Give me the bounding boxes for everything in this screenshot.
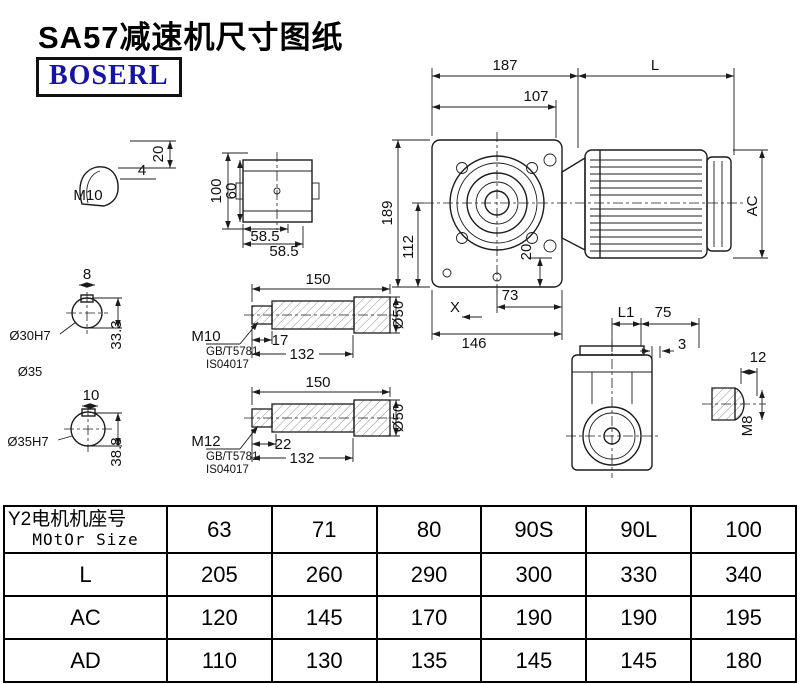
main-front-view xyxy=(424,132,745,296)
dim-8-label: 8 xyxy=(83,266,91,283)
table-cell: 130 xyxy=(270,638,378,683)
dim-L-label: L xyxy=(651,57,659,74)
std-iso4017-a-label: IS04017 xyxy=(206,359,249,371)
motor-size-header: Y2电机机座号 MOtOr Size xyxy=(3,505,168,554)
table-header-row: Y2电机机座号 MOtOr Size 63 71 80 90S 90L 100 xyxy=(3,505,797,554)
main-dimensions: 187 L 107 189 112 20 AC 73 X 146 xyxy=(379,57,768,352)
dim-AC-label: AC xyxy=(744,195,761,216)
bore-35-label: Ø35H7 xyxy=(7,434,48,449)
table-cell: 290 xyxy=(375,552,483,597)
table-cell: 300 xyxy=(480,552,588,597)
table-cell: 330 xyxy=(585,552,693,597)
dim-38-8-label: 38.8 xyxy=(108,437,125,466)
table-cell: 195 xyxy=(690,595,797,640)
dim-150-b-label: 150 xyxy=(305,374,330,391)
table-cell: 190 xyxy=(480,595,588,640)
table-cell: 260 xyxy=(270,552,378,597)
dimension-drawing: 187 L 107 189 112 20 AC 73 X 146 xyxy=(7,57,768,478)
table-cell: 180 xyxy=(690,638,797,683)
dim-20-hub-label: 20 xyxy=(518,244,535,261)
shaft-view-1: 150 Ø50 M10 GB/T5781 IS04017 17 132 xyxy=(191,271,407,371)
table-cell: 120 xyxy=(166,595,273,640)
motor-size-header-cn: Y2电机机座号 xyxy=(8,509,127,531)
table-cell: 135 xyxy=(375,638,483,683)
table-cell: 145 xyxy=(270,595,378,640)
dim-20-tip-label: 20 xyxy=(150,146,167,163)
dim-4-label: 4 xyxy=(138,162,146,179)
shaft-view-2: 150 Ø50 M12 GB/T5781 IS04017 22 132 xyxy=(191,374,407,476)
dim-10-label: 10 xyxy=(83,387,100,404)
motor-body xyxy=(584,149,708,259)
dia-35-label: Ø35 xyxy=(18,364,43,379)
table-row-AD: AD 110 130 135 145 145 180 xyxy=(3,638,797,683)
dim-22-label: 22 xyxy=(275,436,292,453)
dim-146-label: 146 xyxy=(461,335,486,352)
page-title: SA57减速机尺寸图纸 xyxy=(38,20,344,55)
table-cell: 340 xyxy=(690,552,797,597)
dim-107-label: 107 xyxy=(523,88,548,105)
side-view: L1 75 3 xyxy=(566,304,700,478)
dim-75-label: 75 xyxy=(655,304,672,321)
motor-size-90S: 90S xyxy=(480,505,588,554)
x-position-label: X xyxy=(450,299,460,316)
dim-12-label: 12 xyxy=(750,349,767,366)
motor-size-header-en: MOtOr Size xyxy=(32,530,139,550)
motor-size-80: 80 xyxy=(375,505,483,554)
row-label-L: L xyxy=(3,552,168,597)
thread-M12-shaft-label: M12 xyxy=(191,433,220,450)
table-cell: 170 xyxy=(375,595,483,640)
spec-table: Y2电机机座号 MOtOr Size 63 71 80 90S 90L 100 … xyxy=(3,505,797,683)
dim-60-label: 60 xyxy=(223,183,240,200)
table-row-AC: AC 120 145 170 190 190 195 xyxy=(3,595,797,640)
shaft-end-sketch: M10 20 4 xyxy=(73,140,176,207)
motor-size-90L: 90L xyxy=(585,505,693,554)
row-label-AD: AD xyxy=(3,638,168,683)
thread-M10-dome-label: M10 xyxy=(73,187,102,204)
fan-cover xyxy=(706,156,732,252)
std-gb5781-b-label: GB/T5781 xyxy=(206,451,258,463)
dim-132-b-label: 132 xyxy=(289,450,314,467)
dim-3-label: 3 xyxy=(678,336,686,353)
table-cell: 190 xyxy=(585,595,693,640)
dim-73-label: 73 xyxy=(502,287,519,304)
motor-adapter xyxy=(561,156,586,252)
table-cell: 145 xyxy=(480,638,588,683)
dim-58-5-b-label: 58.5 xyxy=(269,243,298,260)
motor-size-63: 63 xyxy=(166,505,273,554)
dim-L1-label: L1 xyxy=(618,304,635,321)
std-iso4017-b-label: IS04017 xyxy=(206,464,249,476)
bore-30-label: Ø30H7 xyxy=(9,328,50,343)
dim-112-label: 112 xyxy=(400,235,417,259)
table-row-L: L 205 260 290 300 330 340 xyxy=(3,552,797,597)
std-gb5781-a-label: GB/T5781 xyxy=(206,346,258,358)
plug-section-view: 12 M8 xyxy=(702,349,766,436)
table-cell: 110 xyxy=(166,638,273,683)
shaft-top-view: 100 60 58.5 58.5 xyxy=(208,152,320,260)
motor-size-71: 71 xyxy=(270,505,378,554)
row-label-AC: AC xyxy=(3,595,168,640)
motor-size-100: 100 xyxy=(690,505,797,554)
dim-17-label: 17 xyxy=(272,332,289,349)
table-cell: 145 xyxy=(585,638,693,683)
dim-132-a-label: 132 xyxy=(289,346,314,363)
bore-30-view: 8 Ø30H7 33.3 Ø35 xyxy=(9,266,125,379)
boserl-logo: BOSERL xyxy=(36,57,182,97)
table-cell: 205 xyxy=(166,552,273,597)
dim-M8-label: M8 xyxy=(739,416,756,437)
dim-189-label: 189 xyxy=(379,200,396,225)
dim-187-label: 187 xyxy=(492,57,517,74)
dim-100-label: 100 xyxy=(208,178,225,203)
dim-150-a-label: 150 xyxy=(305,271,330,288)
dim-58-5-a-label: 58.5 xyxy=(250,228,279,245)
dim-33-3-label: 33.3 xyxy=(108,320,125,349)
dia-50-b-label: Ø50 xyxy=(390,404,407,432)
bore-35-view: 10 Ø35H7 38.8 xyxy=(7,387,125,467)
thread-M10-shaft-label: M10 xyxy=(191,328,220,345)
dia-50-a-label: Ø50 xyxy=(390,301,407,329)
